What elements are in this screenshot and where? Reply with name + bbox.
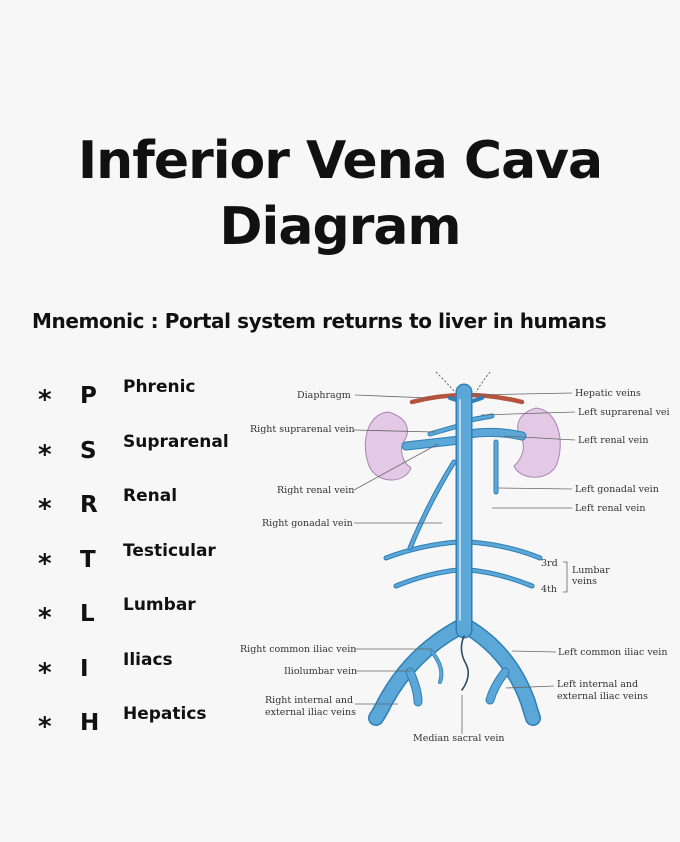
label-median-sacral-vein: Median sacral vein <box>413 733 505 744</box>
label-right-suprarenal-vein: Right suprarenal vein <box>250 424 355 435</box>
list-item: * I Iliacs <box>0 650 240 690</box>
list-item: * S Suprarenal <box>0 432 240 472</box>
label-left-internal-1: Left internal and <box>557 679 638 690</box>
leader-lines <box>353 392 576 734</box>
list-word: Iliacs <box>123 650 173 670</box>
label-left-renal-vein-top: Left renal vein <box>578 435 648 446</box>
label-lumbar-4th: 4th <box>541 584 557 595</box>
label-right-internal-1: Right internal and <box>265 695 353 706</box>
dashed-line-left <box>435 371 456 393</box>
list-item: * P Phrenic <box>0 377 240 417</box>
bullet-star: * <box>38 440 52 470</box>
bullet-star: * <box>38 494 52 524</box>
label-left-internal-2: external iliac veins <box>557 691 648 702</box>
list-word: Renal <box>123 486 178 506</box>
list-letter: H <box>80 710 100 736</box>
list-letter: I <box>80 656 89 682</box>
list-word: Hepatics <box>123 704 207 724</box>
label-lumbar-veins-1: Lumbar <box>572 565 610 576</box>
list-word: Suprarenal <box>123 432 229 452</box>
list-word: Lumbar <box>123 595 196 615</box>
list-item: * L Lumbar <box>0 595 240 635</box>
label-diaphragm: Diaphragm <box>297 390 351 401</box>
veins <box>368 383 543 726</box>
label-right-common-iliac-vein: Right common iliac vein <box>240 644 356 655</box>
bullet-star: * <box>38 658 52 688</box>
right-kidney <box>364 411 412 481</box>
bullet-star: * <box>38 385 52 415</box>
mnemonic-text: Mnemonic : Portal system returns to live… <box>32 309 607 333</box>
bullet-star: * <box>38 603 52 633</box>
list-letter: P <box>80 383 97 409</box>
bullet-star: * <box>38 712 52 742</box>
title-line-1: Inferior Vena Cava <box>77 131 603 191</box>
label-iliolumbar-vein: Iliolumbar vein <box>284 666 357 677</box>
list-word: Phrenic <box>123 377 196 397</box>
label-lumbar-3rd: 3rd <box>541 558 558 569</box>
label-lumbar-veins-2: veins <box>571 576 597 587</box>
label-left-common-iliac-vein: Left common iliac vein <box>558 647 667 658</box>
label-left-suprarenal-vein: Left suprarenal vei <box>578 407 670 418</box>
list-item: * H Hepatics <box>0 704 240 744</box>
label-right-renal-vein: Right renal vein <box>277 485 354 496</box>
label-hepatic-veins: Hepatic veins <box>575 388 641 399</box>
bullet-star: * <box>38 549 52 579</box>
list-letter: R <box>80 492 98 518</box>
label-left-renal-vein-bottom: Left renal vein <box>575 503 645 514</box>
page-title: Inferior Vena Cava Diagram <box>0 128 680 260</box>
list-letter: T <box>80 547 96 573</box>
list-letter: L <box>80 601 95 627</box>
median-sacral-vein <box>460 635 470 691</box>
left-kidney <box>513 407 561 478</box>
list-item: * R Renal <box>0 486 240 526</box>
list-letter: S <box>80 438 97 464</box>
list-item: * T Testicular <box>0 541 240 581</box>
label-left-gonadal-vein: Left gonadal vein <box>575 484 659 495</box>
title-line-2: Diagram <box>219 197 461 257</box>
label-right-gonadal-vein: Right gonadal vein <box>262 518 353 529</box>
label-right-internal-2: external iliac veins <box>265 707 356 718</box>
dashed-line-right <box>475 371 491 393</box>
list-word: Testicular <box>123 541 216 561</box>
